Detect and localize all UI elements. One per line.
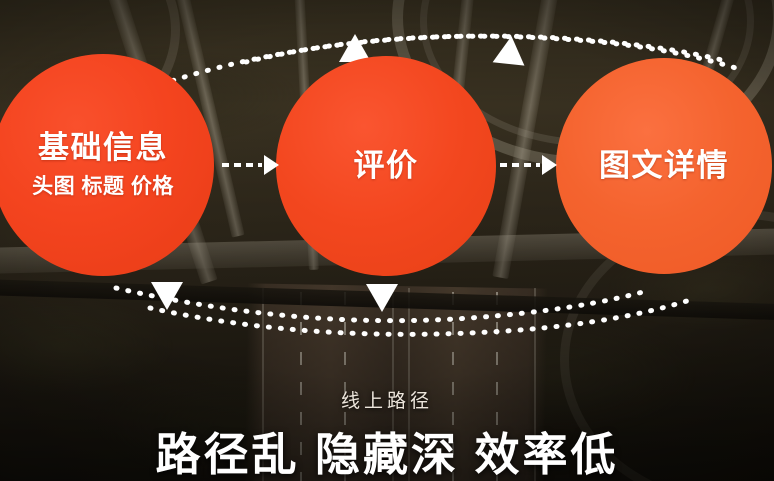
flow-node-subtitle: 头图 标题 价格 [32,175,174,199]
flow-node-title: 图文详情 [599,147,729,183]
connector-basic-info-to-reviews [222,155,279,175]
dashed-line [500,163,540,167]
arrow-right-icon [542,155,557,175]
flow-node-title: 基础信息 [38,130,168,166]
flow-node-title: 评价 [353,147,419,183]
arrow-right-icon [264,155,279,175]
flow-node-reviews[interactable]: 评价 [276,56,496,276]
caption-headline: 路径乱 隐藏深 效率低 [155,429,619,480]
flow-node-detail-page[interactable]: 图文详情 [556,58,772,274]
dashed-line [222,163,262,167]
flow-node-basic-info[interactable]: 基础信息 头图 标题 价格 [0,54,214,276]
connector-reviews-to-detail-page [500,155,557,175]
caption-subtitle: 线上路径 [340,391,433,412]
